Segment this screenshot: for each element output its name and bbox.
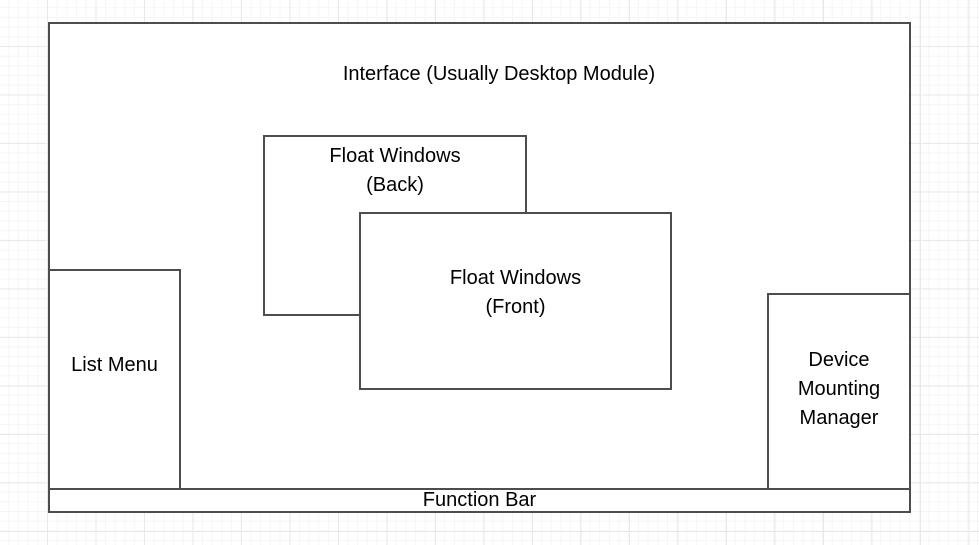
list-menu-label: List Menu: [71, 354, 158, 376]
device-mounting-manager-box[interactable]: Device Mounting Manager: [767, 293, 911, 490]
list-menu-box[interactable]: List Menu: [48, 269, 181, 490]
device-mounting-manager-label: Device Mounting Manager: [797, 349, 881, 429]
float-window-front[interactable]: Float Windows (Front): [359, 212, 672, 390]
float-window-back-label: Float Windows (Back): [329, 145, 461, 196]
interface-box-label: Interface (Usually Desktop Module): [342, 63, 656, 85]
function-bar[interactable]: Function Bar: [48, 488, 911, 513]
function-bar-label: Function Bar: [422, 489, 537, 511]
float-window-front-label: Float Windows (Front): [449, 267, 582, 318]
